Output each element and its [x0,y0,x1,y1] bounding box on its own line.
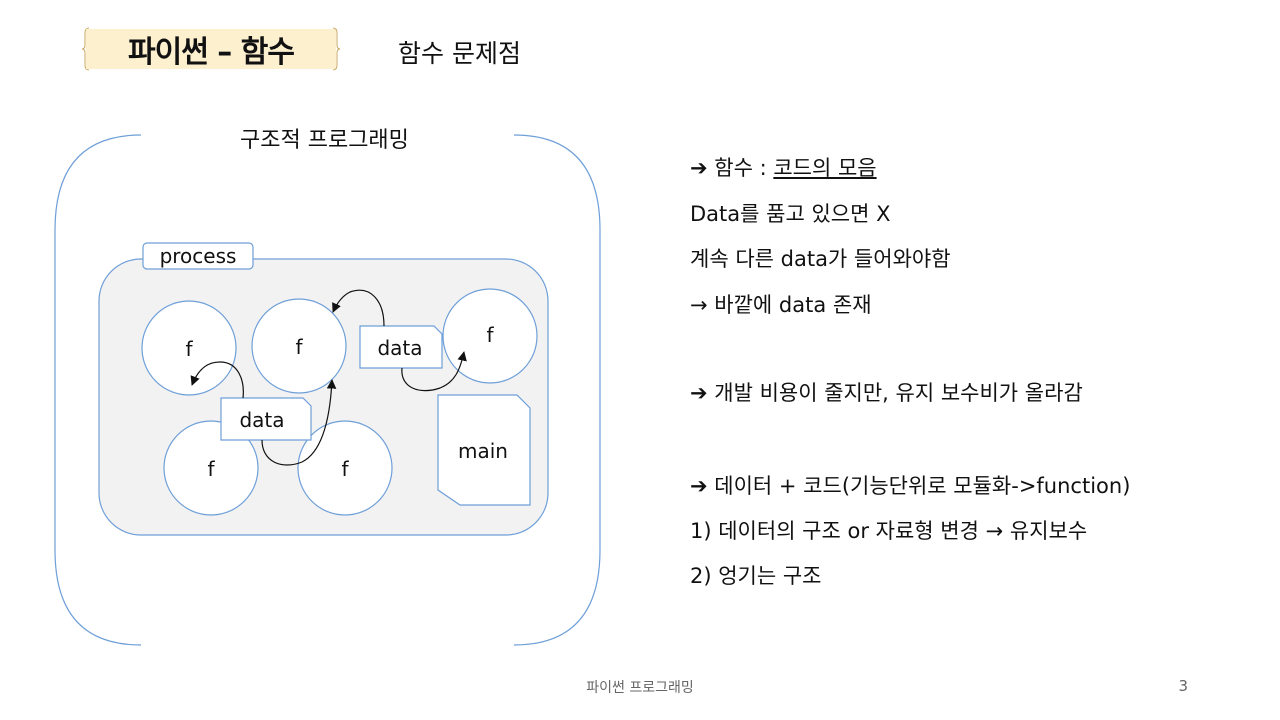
process-tab [142,242,254,270]
data-label: data [377,336,423,360]
bullet-line: 2) 엉기는 구조 [690,564,822,588]
function-circle [163,420,259,516]
process-label: process [159,244,237,268]
arrow-data-to-f [190,361,244,399]
bullet-line: ➔ 개발 비용이 줄지만, 유지 보수비가 올라감 [690,381,1083,405]
arrow-data-to-f [332,289,385,327]
outer-bracket-left [54,134,142,646]
slide-title-box: 파이썬 – 함수 [86,29,336,70]
data-box-top [359,325,443,369]
diagram-caption: 구조적 프로그래밍 [240,128,409,153]
underlined-text: 코드의 모음 [773,156,877,180]
arrow-data-to-f [401,351,467,392]
function-circle [297,420,393,516]
arrow-data-to-f [261,379,337,466]
page-number: 3 [1178,677,1188,695]
bullet-text: ➔ 함수 : [690,156,774,180]
function-label: f [341,457,349,481]
function-label: f [295,335,303,359]
bullet-line: Data를 품고 있으면 X [690,202,891,226]
footer-text: 파이썬 프로그래밍 [586,680,694,696]
function-label: f [185,337,193,361]
left-brace-icon [82,27,90,71]
slide-subtitle: 함수 문제점 [398,39,521,68]
bullet-line: 1) 데이터의 구조 or 자료형 변경 → 유지보수 [690,519,1088,543]
data-label: data [239,408,285,432]
function-circle [251,298,347,394]
main-document [437,394,531,506]
data-box-bottom [220,397,312,441]
function-label: f [207,457,215,481]
slide-title: 파이썬 – 함수 [128,35,295,70]
right-brace-icon [332,27,340,71]
function-circle [141,300,237,396]
outer-bracket-right [513,134,601,646]
bullet-line: ➔ 데이터 + 코드(기능단위로 모듈화->function) [690,474,1131,498]
function-label: f [486,323,494,347]
main-label: main [458,439,508,463]
bullet-line: 계속 다른 data가 들어와야함 [690,247,951,271]
bullet-line: → 바깥에 data 존재 [690,293,872,317]
bullet-line: ➔ 함수 : 코드의 모음 [690,152,877,182]
